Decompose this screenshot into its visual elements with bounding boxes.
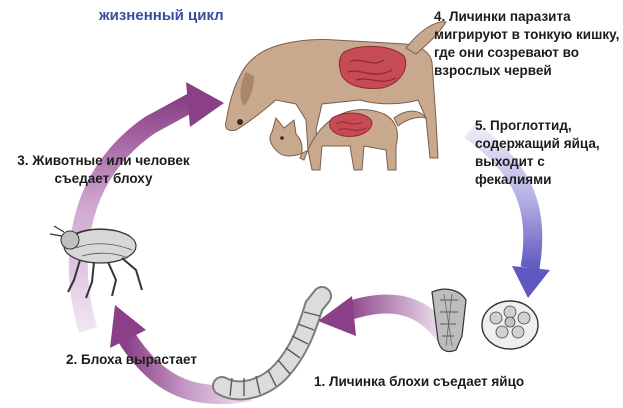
- step-2-label: 2. Блоха вырастает: [66, 351, 197, 369]
- proglottid-illustration: [432, 289, 466, 351]
- flea-illustration: [50, 226, 142, 298]
- cycle-arrow-bottom-right: [318, 296, 445, 336]
- step-1-label: 1. Личинка блохи съедает яйцо: [314, 373, 524, 391]
- egg-packet-illustration: [482, 301, 538, 349]
- diagram-title: жизненный цикл: [99, 7, 224, 25]
- step-3-label: 3. Животные или человек съедает блоху: [6, 152, 201, 188]
- step-5-label: 5. Проглоттид, содержащий яйца, выходит …: [475, 117, 615, 189]
- cat-illustration: [270, 110, 426, 170]
- step-4-label: 4. Личинки паразита мигрируют в тонкую к…: [434, 8, 622, 80]
- flea-larva-illustration: [222, 296, 322, 396]
- cycle-arrow-left: [78, 82, 224, 330]
